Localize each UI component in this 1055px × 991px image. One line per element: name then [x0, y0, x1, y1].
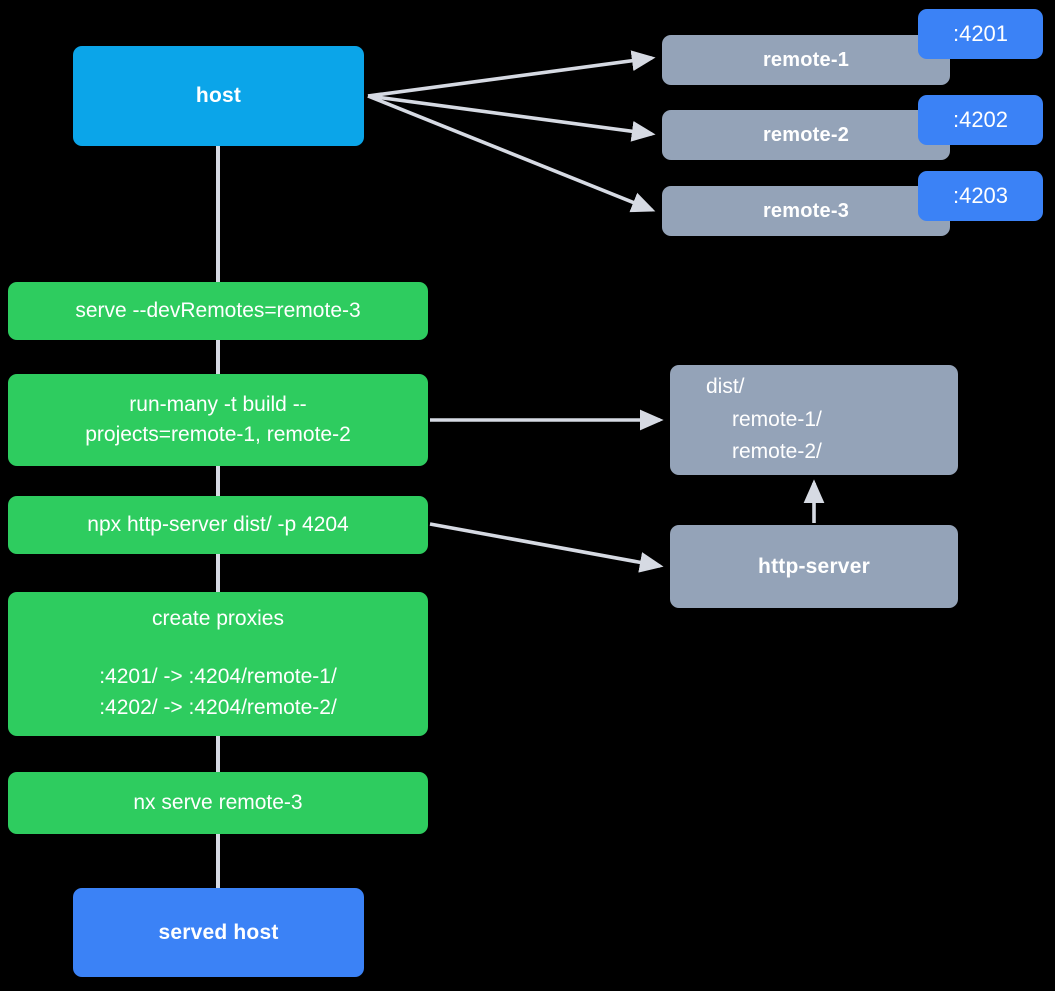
command-create-proxies-title: create proxies [152, 606, 284, 630]
edge-host-to-remote-1 [367, 50, 656, 98]
connector-proxies-to-nxserve [216, 732, 220, 774]
node-http-server-label: http-server [758, 554, 870, 578]
command-create-proxies[interactable]: create proxies :4201/ -> :4204/remote-1/… [8, 592, 428, 736]
edge-npx-to-http-server [429, 522, 664, 573]
command-create-proxies-mapping-2: :4202/ -> :4204/remote-2/ [99, 695, 337, 719]
port-badge-remote-2-label: :4202 [952, 107, 1009, 132]
node-served-host[interactable]: served host [73, 888, 364, 977]
port-badge-remote-3-label: :4203 [952, 183, 1009, 208]
node-remote-3[interactable]: remote-3 [662, 186, 950, 236]
command-nx-serve-remote-3[interactable]: nx serve remote-3 [8, 772, 428, 834]
connector-host-to-serve [216, 144, 220, 286]
command-nx-serve-remote-3-label: nx serve remote-3 [133, 790, 303, 814]
command-run-many-build-line-2: projects=remote-1, remote-2 [85, 423, 351, 446]
node-dist-folder-child-2: remote-2/ [732, 440, 822, 464]
node-dist-folder-root: dist/ [706, 375, 745, 399]
node-http-server[interactable]: http-server [670, 525, 958, 608]
command-npx-http-server[interactable]: npx http-server dist/ -p 4204 [8, 496, 428, 554]
node-dist-folder[interactable]: dist/ remote-1/ remote-2/ [670, 365, 958, 475]
node-remote-1-label: remote-1 [762, 48, 850, 71]
edge-host-to-remote-2 [367, 94, 656, 142]
command-npx-http-server-label: npx http-server dist/ -p 4204 [87, 512, 349, 536]
connector-serve-to-runmany [216, 336, 220, 378]
node-served-host-label: served host [158, 920, 279, 944]
port-badge-remote-1-label: :4201 [952, 21, 1009, 46]
port-badge-remote-2[interactable]: :4202 [918, 95, 1043, 145]
node-remote-1[interactable]: remote-1 [662, 35, 950, 85]
node-remote-2-label: remote-2 [762, 123, 850, 146]
edge-host-to-remote-3 [367, 94, 656, 213]
port-badge-remote-1[interactable]: :4201 [918, 9, 1043, 59]
node-remote-2[interactable]: remote-2 [662, 110, 950, 160]
command-create-proxies-mapping-1: :4201/ -> :4204/remote-1/ [99, 665, 337, 689]
connector-nxserve-to-servedhost [216, 830, 220, 890]
command-run-many-build-line-1: run-many -t build -- [129, 392, 307, 416]
node-remote-3-label: remote-3 [762, 199, 850, 222]
node-host[interactable]: host [73, 46, 364, 146]
connector-npx-to-proxies [216, 548, 220, 592]
command-run-many-build[interactable]: run-many -t build -- projects=remote-1, … [8, 374, 428, 466]
connector-runmany-to-npx [216, 462, 220, 500]
command-serve-dev-remotes-label: serve --devRemotes=remote-3 [75, 298, 361, 322]
node-dist-folder-child-1: remote-1/ [732, 407, 822, 431]
node-host-label: host [195, 84, 242, 108]
port-badge-remote-3[interactable]: :4203 [918, 171, 1043, 221]
command-serve-dev-remotes[interactable]: serve --devRemotes=remote-3 [8, 282, 428, 340]
